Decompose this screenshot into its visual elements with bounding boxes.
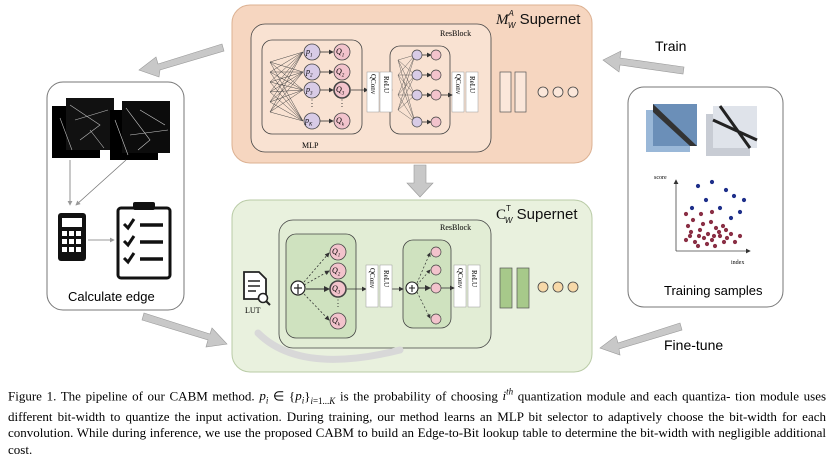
scatter-point-red [704, 241, 710, 247]
scatter-point-blue [741, 197, 747, 203]
scatter-point-red [696, 233, 702, 239]
scatter-point-red [709, 209, 715, 215]
edge-to-bottom-arrow [141, 312, 228, 348]
scatter-point-red [705, 231, 711, 237]
caption-line1-c: quantization module and each quantiza- [517, 388, 731, 404]
bottom-inner-layer-box [402, 239, 452, 329]
q-node-bottom-3: Q3 [332, 284, 341, 296]
q-node-top-k: Qk [336, 116, 345, 128]
p-node-1: p1 [306, 47, 313, 59]
scatter-point-red [687, 233, 693, 239]
relu-label-top-1: ReLU [382, 76, 390, 94]
caption-rest: tion module uses different bit-width to … [8, 388, 827, 457]
svg-text:⋮: ⋮ [338, 98, 347, 108]
scatter-point-red [713, 225, 719, 231]
q-node-bottom-k: Qk [332, 316, 341, 328]
train-arrow [602, 50, 685, 75]
scatter-point-red [723, 227, 729, 233]
q-node-bottom-1: Q1 [332, 247, 341, 259]
qconv-label-top-1: QConv [369, 74, 377, 95]
pipeline-figure: ⋮ ⋮ [46, 4, 784, 373]
training-samples-label: Training samples [664, 283, 763, 298]
scatter-point-blue [723, 187, 729, 193]
scatter-point-red [721, 239, 727, 245]
scatter-point-blue [695, 183, 701, 189]
scatter-point-red [717, 233, 723, 239]
caption-figure-num: Figure 1. [8, 388, 57, 404]
caption-line1-a: The pipeline of our CABM method. [60, 388, 255, 404]
scatter-point-red [685, 223, 691, 229]
scatter-point-blue [728, 215, 734, 221]
relu-label-bottom-1: ReLU [382, 270, 390, 288]
scatter-point-blue [709, 179, 715, 185]
top-resblock-label: ResBlock [440, 29, 472, 38]
figure-caption: Figure 1. The pipeline of our CABM metho… [8, 387, 827, 457]
scatter-point-blue [717, 205, 723, 211]
caption-math-p: pi [259, 388, 269, 406]
scatter-point-red [724, 235, 730, 241]
scatter-point-red [701, 235, 707, 241]
scatter-point-red [720, 223, 726, 229]
p-node-3: p3 [306, 85, 313, 97]
q-node-top-3: Q3 [336, 85, 345, 97]
calculate-edge-label: Calculate edge [68, 289, 155, 304]
scatter-point-red [683, 211, 689, 217]
scatter-point-red [683, 237, 689, 243]
mlp-label: MLP [302, 141, 319, 150]
scatter-point-red [698, 211, 704, 217]
scatter-point-red [737, 233, 743, 239]
scatter-point-blue [703, 197, 709, 203]
p-node-k: pK [305, 116, 313, 128]
bottom-resblock-label: ResBlock [440, 223, 472, 232]
svg-text:⋮: ⋮ [308, 98, 317, 108]
scatter-point-blue [731, 193, 737, 199]
svg-text:⋮: ⋮ [334, 298, 343, 308]
scatter-points [683, 179, 747, 249]
scatter-point-red [712, 243, 718, 249]
bottom-supernet-title: CTW Supernet [496, 204, 578, 225]
q-node-top-1: Q1 [336, 47, 345, 59]
qconv-label-top-2: QConv [454, 74, 462, 95]
scatter-point-red [709, 237, 715, 243]
relu-label-top-2: ReLU [468, 76, 476, 94]
scatter-point-red [695, 243, 701, 249]
scatter-point-red [688, 229, 694, 235]
scatter-point-red [711, 233, 717, 239]
scatter-point-red [700, 221, 706, 227]
lut-label: LUT [245, 306, 261, 315]
caption-math-ith: ith [502, 387, 514, 404]
top-supernet-title: MAW Supernet [496, 9, 581, 30]
scatter-point-red [728, 231, 734, 237]
checklist-icon [116, 202, 172, 280]
scatter-point-blue [689, 205, 695, 211]
qconv-label-bottom-2: QConv [456, 268, 464, 289]
scatter-point-blue [737, 209, 743, 215]
scatter-x-label: index [731, 260, 745, 266]
qconv-label-bottom-1: QConv [368, 268, 376, 289]
q-node-bottom-2: Q2 [332, 266, 341, 278]
p-node-2: p2 [306, 67, 313, 79]
scatter-point-red [708, 219, 714, 225]
scatter-point-red [716, 229, 722, 235]
down-arrow [406, 164, 434, 198]
calculator-icon [58, 213, 86, 261]
scatter-y-label: score [654, 175, 667, 181]
training-sample-images [646, 104, 758, 156]
edge-images [52, 98, 170, 160]
q-node-top-2: Q2 [336, 67, 345, 79]
scatter-point-red [732, 239, 738, 245]
scatter-point-red [692, 239, 698, 245]
scatter-point-red [690, 217, 696, 223]
caption-line1-b: is the probability of choosing [339, 388, 498, 404]
relu-label-bottom-2: ReLU [470, 270, 478, 288]
finetune-arrow [599, 322, 683, 356]
finetune-label: Fine-tune [664, 337, 724, 353]
train-label: Train [655, 38, 687, 54]
scatter-point-red [697, 227, 703, 233]
lut-document-icon [243, 271, 271, 306]
edge-to-panel-arrow [138, 43, 225, 78]
